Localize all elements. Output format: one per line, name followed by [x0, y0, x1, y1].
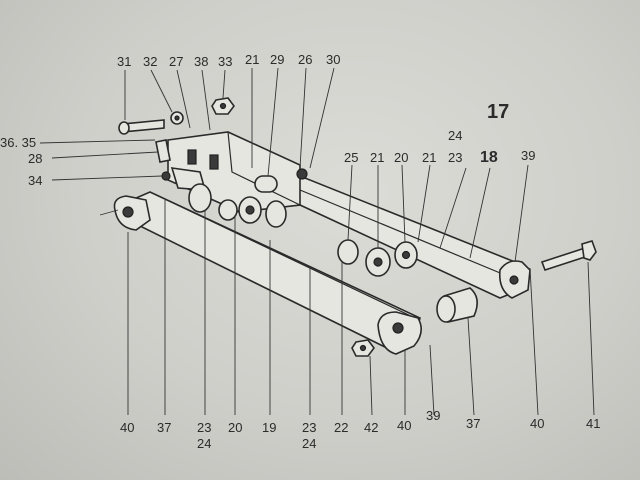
grease-nipple-28 [155, 139, 171, 163]
bolt-31-head [118, 121, 130, 135]
label-36-35: 36. 35 [0, 135, 36, 150]
label-29: 29 [270, 52, 284, 67]
label-39-top: 39 [521, 148, 535, 163]
bolt-41 [540, 247, 590, 271]
label-21-right: 21 [422, 150, 436, 165]
label-39-bottom: 39 [426, 408, 440, 423]
roller-37-right-face [436, 295, 456, 323]
label-40-left: 40 [120, 420, 134, 435]
nut-42-hole [359, 344, 367, 352]
label-32: 32 [143, 54, 157, 69]
label-23-left: 23 [197, 420, 211, 435]
plate-slot-2 [209, 154, 219, 170]
bearing-23-left [218, 199, 238, 221]
label-24-left: 24 [197, 436, 211, 451]
label-40-mid: 40 [397, 418, 411, 433]
lower-arm-left-bore [122, 206, 134, 218]
washer-32-hole [174, 115, 180, 121]
label-24-bottom: 24 [302, 436, 316, 451]
assembly-number: 17 [487, 101, 509, 123]
label-21-mid: 21 [370, 150, 384, 165]
lower-arm-right-bore [392, 322, 404, 334]
label-40-right: 40 [530, 416, 544, 431]
nut-26 [296, 168, 308, 180]
label-19: 19 [262, 420, 276, 435]
upper-plate-fold [227, 131, 301, 206]
part-labels: 17 31 32 27 38 33 21 29 26 30 36. 35 28 … [0, 52, 600, 451]
plate-slot-1 [187, 149, 197, 165]
bearing-25 [337, 239, 359, 265]
label-23-bottom: 23 [302, 420, 316, 435]
label-28: 28 [28, 151, 42, 166]
bolt-41-head [581, 240, 597, 261]
upper-arm-right-bore [509, 275, 519, 285]
nut-33-hole [219, 102, 227, 110]
label-27: 27 [169, 54, 183, 69]
label-23-top: 23 [448, 150, 462, 165]
label-20-bottom: 20 [228, 420, 242, 435]
label-21-top: 21 [245, 52, 259, 67]
label-37-right: 37 [466, 416, 480, 431]
label-41: 41 [586, 416, 600, 431]
nipple-34 [161, 171, 171, 181]
label-38: 38 [194, 54, 208, 69]
bearing-21-right-bore [373, 257, 383, 267]
bushing-29 [254, 175, 278, 193]
label-30: 30 [326, 52, 340, 67]
label-34: 34 [28, 173, 42, 188]
bearing-20-right-bore [401, 250, 411, 260]
label-20-top: 20 [394, 150, 408, 165]
bearing-20-left-bore [245, 205, 255, 215]
label-33: 33 [218, 54, 232, 69]
label-18: 18 [480, 149, 498, 166]
label-37-left: 37 [157, 420, 171, 435]
label-25: 25 [344, 150, 358, 165]
washer-22-left [265, 200, 287, 228]
label-42: 42 [364, 420, 378, 435]
leader-lines [39, 67, 595, 416]
lower-arm-edge [149, 191, 416, 319]
label-24-top: 24 [448, 128, 462, 143]
label-22: 22 [334, 420, 348, 435]
label-26: 26 [298, 52, 312, 67]
upper-arm-edge [299, 189, 506, 276]
roller-37-left [188, 183, 212, 213]
label-31: 31 [117, 54, 131, 69]
